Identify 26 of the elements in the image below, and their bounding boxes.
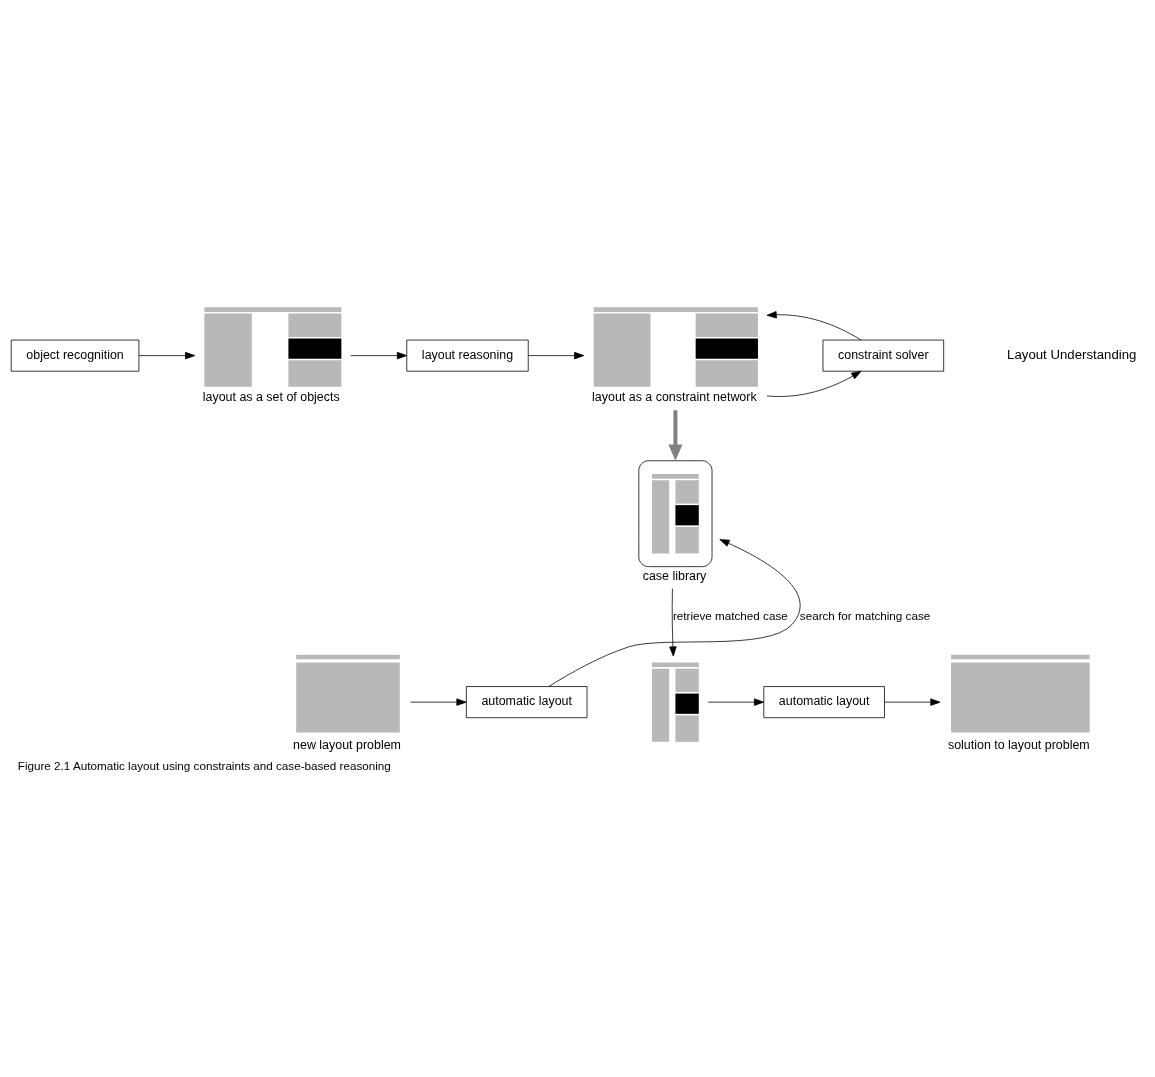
arrow: [350, 351, 408, 359]
node-box: automatic layout: [763, 685, 885, 718]
edge-label: retrieve matched case: [672, 608, 788, 622]
node-label: solution to layout problem: [947, 737, 1090, 752]
arrow: [766, 310, 862, 340]
node-label: new layout problem: [293, 737, 401, 752]
arrow: [668, 409, 683, 461]
arrow: [410, 697, 467, 706]
node-box: object recognition: [10, 339, 140, 372]
label: Layout Understanding: [1007, 346, 1137, 362]
node-box: automatic layout: [465, 685, 588, 718]
arrow: [528, 351, 585, 359]
arrow: [884, 697, 941, 706]
arrow: [669, 587, 677, 656]
arrow: [548, 538, 801, 687]
arrow: [766, 370, 862, 397]
node-box: constraint solver: [822, 339, 945, 372]
arrow: [138, 351, 196, 359]
node-box: layout reasoning: [406, 339, 529, 372]
edge-label: search for matching case: [799, 608, 931, 622]
caption: Figure 2.1 Automatic layout using constraints and case-based reasoning: [17, 758, 391, 772]
node-box: [638, 459, 713, 567]
node-label: layout as a set of objects: [202, 389, 340, 404]
node-label: layout as a constraint network: [592, 389, 757, 404]
node-label: case library: [642, 568, 707, 583]
arrow: [707, 697, 765, 706]
